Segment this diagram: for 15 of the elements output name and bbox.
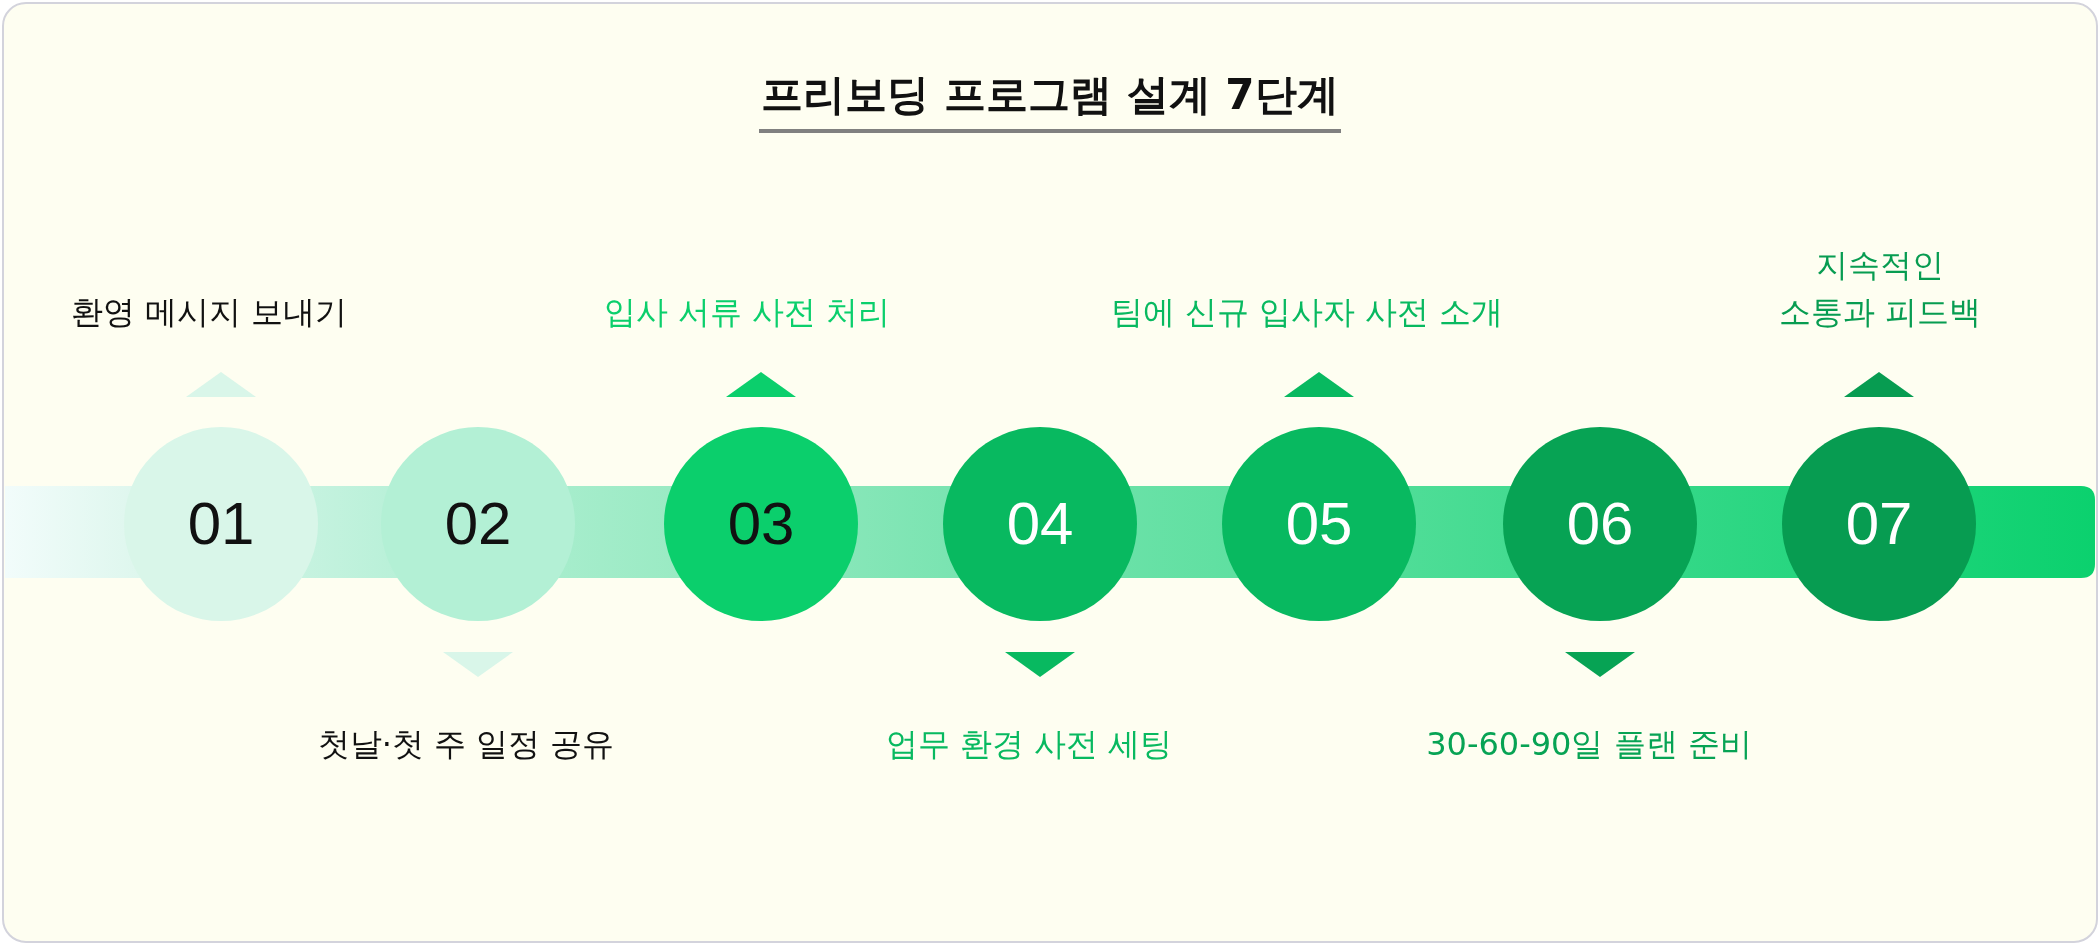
step-number: 03 (727, 494, 795, 554)
step-number: 01 (187, 494, 255, 554)
step-label: 팀에 신규 입사자 사전 소개 (1109, 292, 1505, 333)
step-label: 환영 메시지 보내기 (69, 292, 349, 333)
step-label: 지속적인 소통과 피드백 (1777, 245, 1983, 333)
step-number: 05 (1285, 494, 1353, 554)
step-number: 07 (1845, 494, 1913, 554)
step-label: 입사 서류 사전 처리 (602, 292, 892, 333)
step-label: 첫날·첫 주 일정 공유 (316, 724, 616, 765)
title: 프리보딩 프로그램 설계 7단계 (761, 70, 1339, 120)
step-label: 30-60-90일 플랜 준비 (1425, 724, 1753, 765)
step-label: 업무 환경 사전 세팅 (884, 724, 1174, 765)
step-number: 02 (444, 494, 512, 554)
step-number: 06 (1566, 494, 1634, 554)
step-number: 04 (1006, 494, 1074, 554)
